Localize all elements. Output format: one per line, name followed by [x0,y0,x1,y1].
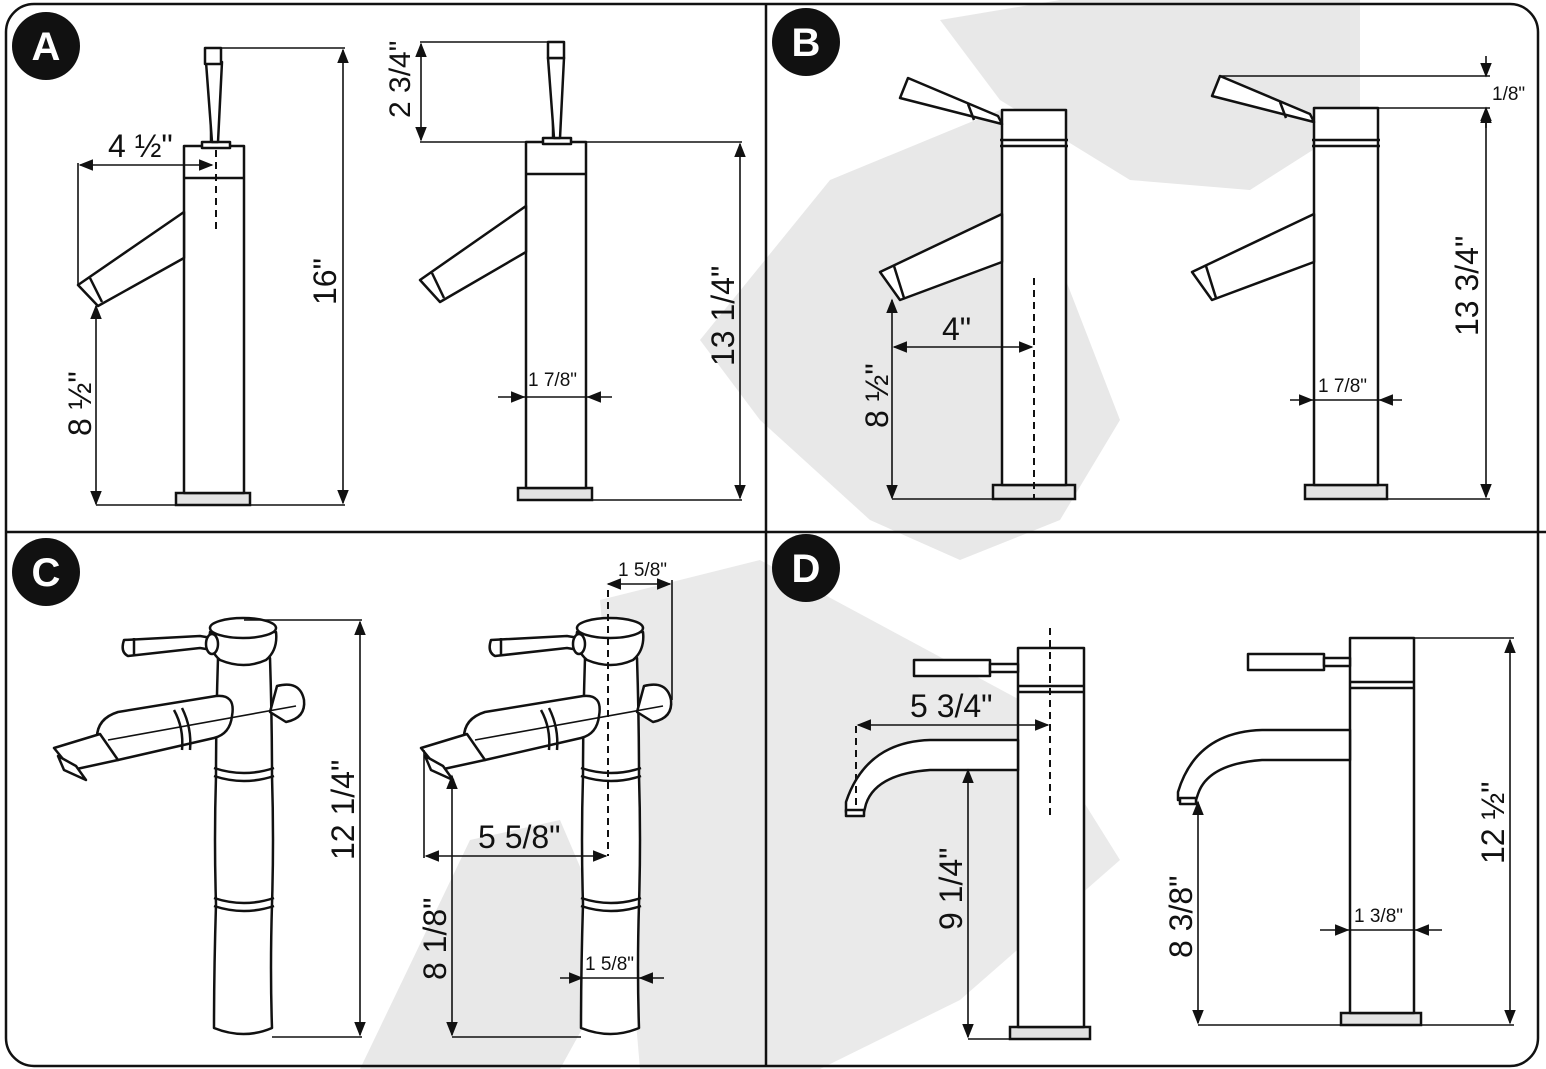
panel-a-label: A [32,25,61,69]
panel-b-label: B [792,21,821,65]
dim-c2-spout-height: 8 1/8" [417,897,453,980]
dim-d2-total-height: 12 ½" [1475,781,1511,864]
dim-b2-body-height: 13 3/4" [1449,236,1485,336]
dim-d2-body-width: 1 3/8" [1354,906,1403,927]
dim-d1-spout-height: 9 1/4" [933,847,969,930]
panel-a: A 4 ½" 8 ½" 16" [12,12,746,507]
panel-b: B 8 ½" 4" [772,8,1525,501]
faucet-d2-drawing [1176,636,1423,1027]
faucet-d1-drawing [844,628,1092,1041]
dim-c1-total-height: 12 1/4" [325,760,361,860]
dim-b2-body-width: 1 7/8" [1318,376,1367,397]
faucet-b1-drawing [878,76,1077,501]
dim-d1-reach: 5 3/4" [910,688,993,724]
dim-b1-reach: 4" [942,311,971,347]
faucet-a2-drawing [418,40,594,502]
faucet-b2-drawing [1190,74,1389,501]
panel-d-badge [772,534,840,602]
dim-d2-spout-height: 8 3/8" [1163,875,1199,958]
dim-b2-handle: 1/8" [1492,84,1525,105]
outer-frame [4,2,1540,1068]
dim-a1-spout-height: 8 ½" [62,371,98,436]
dim-c2-body-width: 1 5/8" [585,954,634,975]
panel-d: D 5 3/4" 9 1/4" [772,534,1516,1041]
dim-a1-reach: 4 ½" [108,128,173,164]
dim-a2-body-height: 13 1/4" [705,266,741,366]
dim-a2-handle: 2 3/4" [384,41,417,118]
dim-c2-top-width: 1 5/8" [618,560,667,581]
panel-c: C 12 1/4" [12,538,673,1038]
panel-a-badge [12,12,80,80]
faucet-c2-drawing [419,590,673,1036]
faucet-a1-drawing [76,46,252,507]
panel-c-label: C [32,551,61,595]
panel-d-label: D [792,547,821,591]
dim-a2-body-width: 1 7/8" [528,370,577,391]
dim-c2-reach: 5 5/8" [478,819,561,855]
panel-b-badge [772,8,840,76]
panel-c-badge [12,538,80,606]
faucet-c1-drawing [52,616,306,1036]
watermark [360,0,1360,1069]
dim-b1-spout-height: 8 ½" [859,363,895,428]
dim-a1-total-height: 16" [307,258,343,305]
